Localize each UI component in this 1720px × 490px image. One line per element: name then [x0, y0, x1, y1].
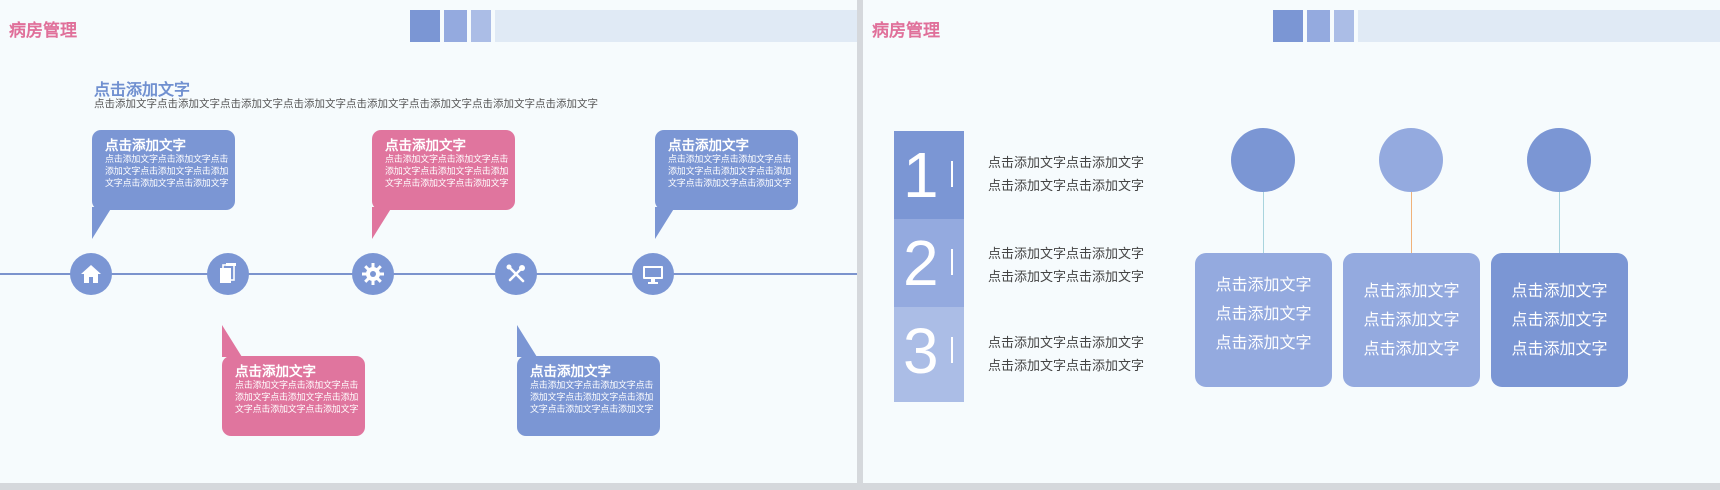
slide-title: 病房管理: [9, 21, 77, 41]
card-line: 点击添加文字: [1215, 275, 1312, 294]
bubble-tail: [517, 325, 537, 357]
bubble-line: 添加文字点击添加文字点击添加: [668, 167, 792, 177]
circle-marker: [1527, 128, 1591, 192]
bubble-title: 点击添加文字: [105, 138, 186, 154]
tools-icon: [506, 264, 525, 283]
monitor-icon: [643, 266, 663, 284]
callout-bubble: 点击添加文字 点击添加文字点击添加文字点击 添加文字点击添加文字点击添加 文字点…: [222, 356, 365, 436]
home-icon: [81, 265, 101, 283]
number-text: 点击添加文字点击添加文字 点击添加文字点击添加文字: [988, 332, 1144, 378]
card-line: 点击添加文字: [1363, 281, 1460, 300]
text-line: 点击添加文字点击添加文字: [988, 247, 1145, 262]
header-square: [471, 10, 491, 42]
bubble-title: 点击添加文字: [668, 138, 749, 154]
connector-line: [1559, 192, 1560, 253]
timeline-node[interactable]: [70, 253, 112, 295]
header-square: [1334, 10, 1354, 42]
bubble-line: 添加文字点击添加文字点击添加: [385, 167, 509, 177]
number-divider: [951, 161, 953, 187]
info-card: 点击添加文字 点击添加文字 点击添加文字: [1491, 253, 1628, 387]
card-line: 点击添加文字: [1363, 339, 1460, 358]
section-heading: 点击添加文字: [94, 80, 191, 99]
bubble-line: 添加文字点击添加文字点击添加: [105, 167, 229, 177]
bubble-line: 点击添加文字点击添加文字点击: [668, 155, 792, 165]
card-line: 点击添加文字: [1511, 281, 1608, 300]
callout-bubble: 点击添加文字 点击添加文字点击添加文字点击 添加文字点击添加文字点击添加 文字点…: [372, 130, 515, 210]
bubble-tail: [655, 207, 675, 239]
timeline-node[interactable]: [207, 253, 249, 295]
section-subtext: 点击添加文字点击添加文字点击添加文字点击添加文字点击添加文字点击添加文字点击添加…: [94, 98, 598, 110]
bubble-tail: [92, 207, 112, 239]
header-square: [410, 10, 440, 42]
callout-bubble: 点击添加文字 点击添加文字点击添加文字点击 添加文字点击添加文字点击添加 文字点…: [92, 130, 235, 210]
header-square: [444, 10, 467, 42]
circle-marker: [1379, 128, 1443, 192]
timeline-line: [0, 273, 857, 275]
bubble-line: 添加文字点击添加文字点击添加: [530, 393, 654, 403]
callout-bubble: 点击添加文字 点击添加文字点击添加文字点击 添加文字点击添加文字点击添加 文字点…: [655, 130, 798, 210]
connector-line: [1411, 192, 1412, 253]
bubble-title: 点击添加文字: [530, 364, 611, 380]
number-cell: 1: [894, 131, 964, 219]
bubble-line: 点击添加文字点击添加文字点击: [385, 155, 509, 165]
number-label: 2: [903, 227, 939, 299]
number-label: 3: [903, 315, 939, 387]
bubble-title: 点击添加文字: [235, 364, 316, 380]
timeline-node[interactable]: [632, 253, 674, 295]
bubble-line: 点击添加文字点击添加文字点击: [235, 381, 359, 391]
gear-icon: [362, 263, 384, 285]
callout-bubble: 点击添加文字 点击添加文字点击添加文字点击 添加文字点击添加文字点击添加 文字点…: [517, 356, 660, 436]
bubble-line: 点击添加文字点击添加文字点击: [530, 381, 654, 391]
bubble-line: 文字点击添加文字点击添加文字: [385, 179, 509, 189]
card-line: 点击添加文字: [1511, 310, 1608, 329]
bubble-line: 文字点击添加文字点击添加文字: [235, 405, 359, 415]
bubble-line: 文字点击添加文字点击添加文字: [668, 179, 792, 189]
header-bar: [1358, 10, 1720, 42]
timeline-node[interactable]: [352, 253, 394, 295]
slide-left: 病房管理 点击添加文字 点击添加文字点击添加文字点击添加文字点击添加文字点击添加…: [0, 0, 857, 483]
number-label: 1: [903, 139, 939, 211]
bubble-line: 文字点击添加文字点击添加文字: [530, 405, 654, 415]
bubble-line: 添加文字点击添加文字点击添加: [235, 393, 359, 403]
number-cell: 3: [894, 307, 964, 402]
bubble-title: 点击添加文字: [385, 138, 466, 154]
text-line: 点击添加文字点击添加文字: [988, 359, 1145, 374]
slide-title: 病房管理: [872, 21, 940, 41]
header-bar: [495, 10, 857, 42]
text-line: 点击添加文字点击添加文字: [988, 179, 1145, 194]
text-line: 点击添加文字点击添加文字: [988, 336, 1145, 351]
bubble-tail: [372, 207, 392, 239]
info-card: 点击添加文字 点击添加文字 点击添加文字: [1195, 253, 1332, 387]
bubble-line: 文字点击添加文字点击添加文字: [105, 179, 229, 189]
slide-right: 病房管理 1 2 3 点击添加文字点击添加文字 点击添加文字点击添加文字 点击添…: [863, 0, 1720, 483]
card-line: 点击添加文字: [1215, 333, 1312, 352]
bubble-line: 点击添加文字点击添加文字点击: [105, 155, 229, 165]
number-divider: [951, 249, 953, 275]
card-line: 点击添加文字: [1511, 339, 1608, 358]
card-line: 点击添加文字: [1215, 304, 1312, 323]
text-line: 点击添加文字点击添加文字: [988, 270, 1145, 285]
card-line: 点击添加文字: [1363, 310, 1460, 329]
number-text: 点击添加文字点击添加文字 点击添加文字点击添加文字: [988, 152, 1144, 198]
documents-icon: [220, 263, 236, 283]
connector-line: [1263, 192, 1264, 253]
info-card: 点击添加文字 点击添加文字 点击添加文字: [1343, 253, 1480, 387]
header-square: [1273, 10, 1303, 42]
number-text: 点击添加文字点击添加文字 点击添加文字点击添加文字: [988, 243, 1144, 289]
timeline-node[interactable]: [495, 253, 537, 295]
text-line: 点击添加文字点击添加文字: [988, 156, 1145, 171]
circle-marker: [1231, 128, 1295, 192]
number-divider: [951, 337, 953, 363]
bubble-tail: [222, 325, 242, 357]
header-square: [1307, 10, 1330, 42]
number-cell: 2: [894, 219, 964, 307]
